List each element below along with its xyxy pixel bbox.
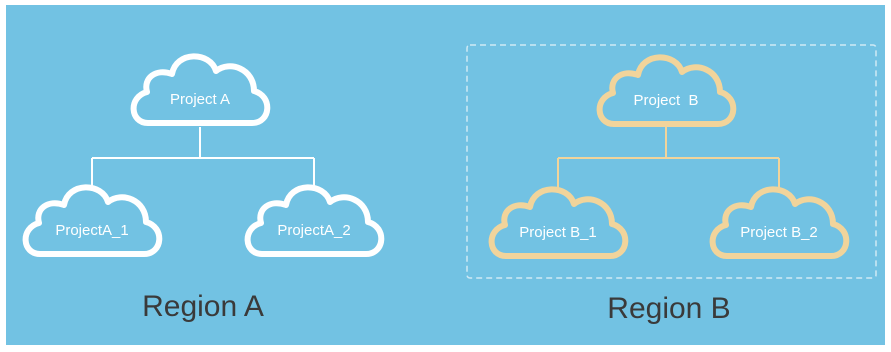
diagram-background <box>6 5 885 345</box>
region-b-connectors <box>557 127 780 188</box>
project-b-1-label: Project B_1 <box>519 224 597 241</box>
project-b-2-node: Project B_2 <box>713 189 847 256</box>
project-a-label: Project A <box>170 91 230 108</box>
region-a: Project A ProjectA_1 ProjectA_2 Region A <box>26 56 382 323</box>
region-b-label: Region B <box>607 292 730 325</box>
project-a-1-node: ProjectA_1 <box>26 187 160 254</box>
project-b-1-node: Project B_1 <box>492 189 626 256</box>
project-a-2-node: ProjectA_2 <box>248 187 382 254</box>
region-a-label: Region A <box>142 290 264 323</box>
project-b-2-label: Project B_2 <box>740 224 818 241</box>
project-a-2-label: ProjectA_2 <box>277 222 350 239</box>
region-a-connectors <box>91 127 315 186</box>
project-b-node: Project B <box>600 57 734 124</box>
project-a-1-label: ProjectA_1 <box>55 222 128 239</box>
project-a-node: Project A <box>134 56 268 123</box>
region-b: Project B Project B_1 Project B_2 Region… <box>466 44 877 325</box>
region-b-boundary <box>466 44 877 279</box>
project-b-label: Project B <box>633 92 698 109</box>
